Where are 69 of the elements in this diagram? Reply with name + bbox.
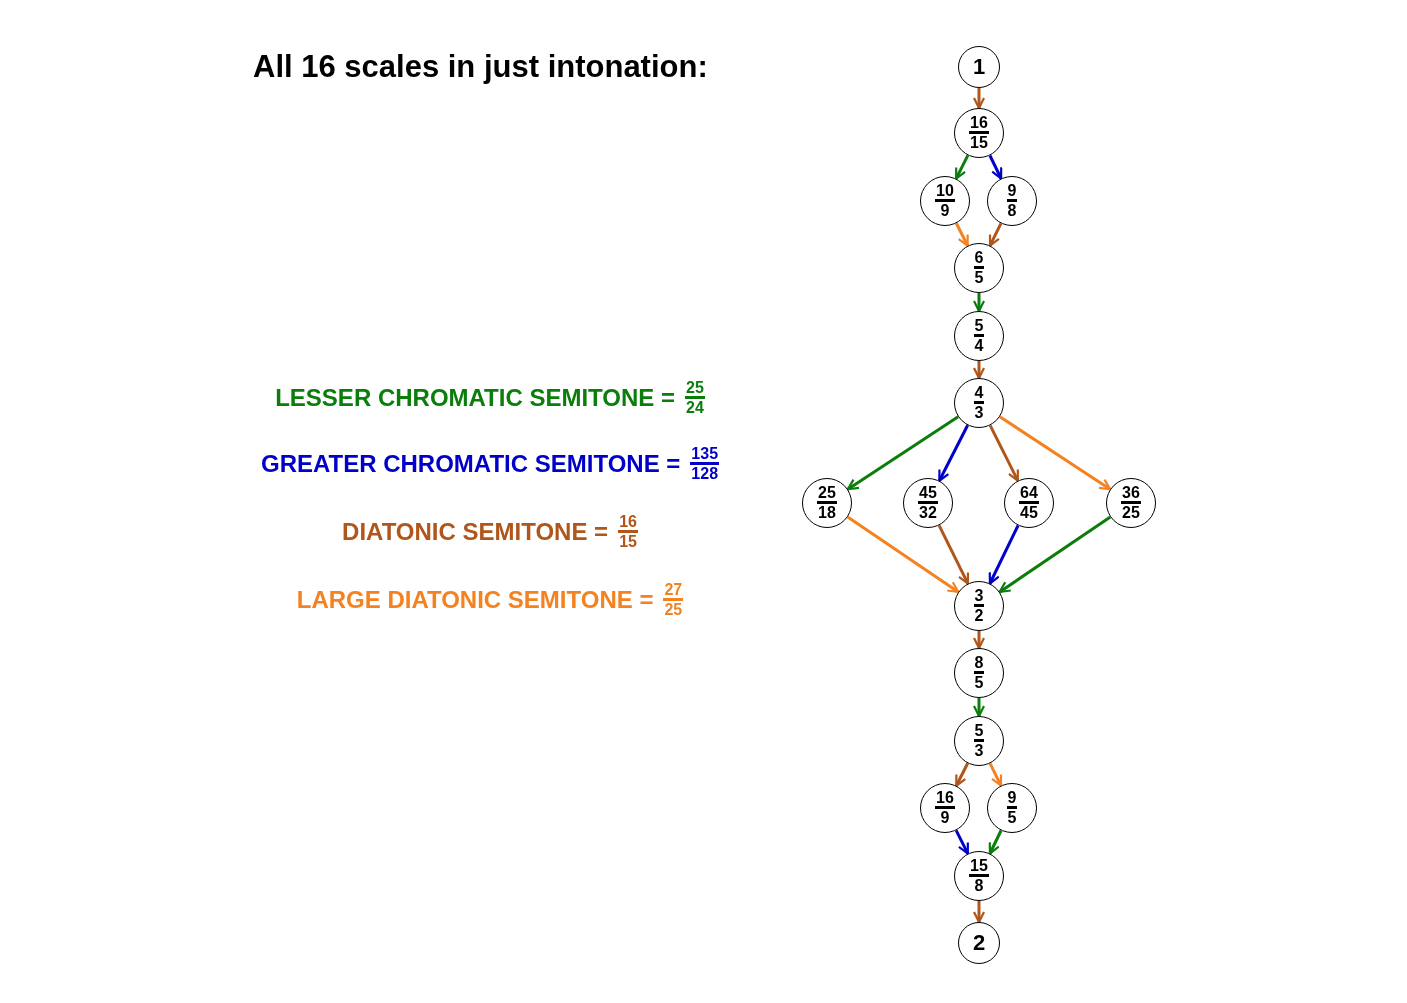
arrow <box>846 515 960 594</box>
arrow <box>972 698 986 718</box>
denominator: 8 <box>1007 202 1017 219</box>
numerator: 135 <box>690 446 720 465</box>
numerator: 16 <box>969 115 989 134</box>
legend-text: DIATONIC SEMITONE = <box>342 517 609 547</box>
numerator: 27 <box>663 582 684 601</box>
arrow <box>972 88 986 110</box>
numerator: 3 <box>973 588 985 607</box>
arrow <box>988 154 1003 180</box>
numerator: 36 <box>1121 485 1141 504</box>
denominator: 4 <box>974 337 984 354</box>
title: All 16 scales in just intonation: <box>253 48 708 86</box>
arrow <box>954 222 970 247</box>
denominator: 18 <box>818 504 836 521</box>
legend-text: LESSER CHROMATIC SEMITONE = <box>275 383 675 413</box>
numerator: 6 <box>973 250 985 269</box>
numerator: 64 <box>1019 485 1039 504</box>
numerator: 16 <box>935 790 955 809</box>
arrow <box>972 293 986 313</box>
denominator: 5 <box>974 674 984 691</box>
arrow <box>954 762 970 787</box>
denominator: 5 <box>974 269 984 286</box>
arrow <box>954 154 970 180</box>
numerator: 9 <box>1006 790 1018 809</box>
legend-text: LARGE DIATONIC SEMITONE = <box>296 585 654 615</box>
denominator: 9 <box>940 809 950 826</box>
arrow <box>988 829 1003 855</box>
ratio-number: 1 <box>972 56 986 78</box>
numerator: 16 <box>618 514 638 533</box>
denominator: 15 <box>970 134 988 151</box>
numerator: 8 <box>973 655 985 674</box>
arrow <box>988 424 1020 482</box>
denominator: 25 <box>1122 504 1140 521</box>
numerator: 5 <box>973 318 985 337</box>
arrow <box>938 424 969 482</box>
arrow <box>988 762 1003 787</box>
legend-text: GREATER CHROMATIC SEMITONE = <box>260 449 681 479</box>
arrow <box>999 415 1112 491</box>
denominator: 45 <box>1020 504 1038 521</box>
numerator: 9 <box>1006 183 1018 202</box>
numerator: 25 <box>817 485 837 504</box>
numerator: 25 <box>685 380 705 399</box>
arrow <box>972 361 986 380</box>
numerator: 15 <box>969 858 989 877</box>
arrow <box>972 901 986 924</box>
numerator: 10 <box>935 183 955 202</box>
arrow <box>846 415 959 491</box>
arrow <box>954 829 970 855</box>
arrow <box>937 524 970 585</box>
denominator: 24 <box>686 399 704 416</box>
denominator: 15 <box>619 533 637 550</box>
denominator: 32 <box>919 504 937 521</box>
arrow <box>988 222 1003 247</box>
numerator: 45 <box>918 485 938 504</box>
denominator: 25 <box>664 601 683 618</box>
denominator: 9 <box>940 202 950 219</box>
arrow <box>972 631 986 650</box>
ratio-number: 2 <box>972 932 986 954</box>
numerator: 4 <box>973 385 985 404</box>
denominator: 5 <box>1007 809 1017 826</box>
denominator: 128 <box>691 465 719 482</box>
denominator: 3 <box>974 742 984 759</box>
denominator: 8 <box>974 877 984 894</box>
denominator: 3 <box>974 404 984 421</box>
numerator: 5 <box>973 723 985 742</box>
arrow <box>998 515 1112 594</box>
denominator: 2 <box>974 607 984 624</box>
arrow <box>988 524 1020 585</box>
